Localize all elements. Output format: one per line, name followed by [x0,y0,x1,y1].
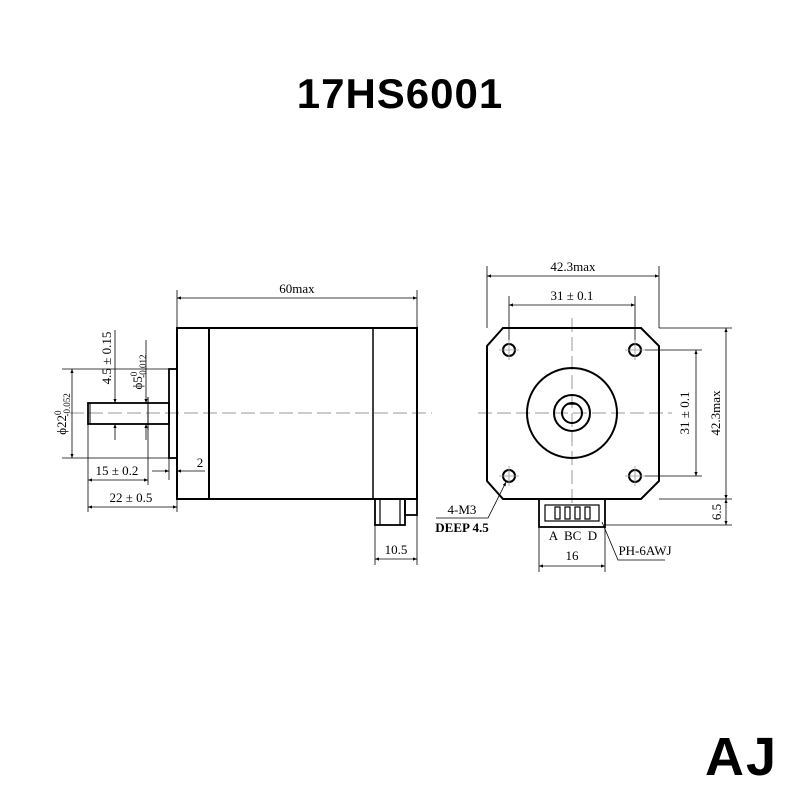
dim-boss-height: 2 [197,455,204,470]
front-view [436,266,732,572]
label-connector-type: PH-6AWJ [618,543,671,558]
dim-connector-width-side: 10.5 [385,542,408,557]
label-mount-holes: 4-M3 [448,502,477,517]
dim-body-length: 60max [279,281,315,296]
dim-hole-spacing-horizontal: 31 ± 0.1 [551,288,594,303]
dim-boss-diameter: ϕ220-0.052 [53,393,72,435]
dim-hole-spacing-vertical: 31 ± 0.1 [677,392,692,435]
dim-shaft-length: 22 ± 0.5 [110,490,153,505]
label-connector-pins: A BC D [549,528,597,543]
dim-flat-depth: 4.5 ± 0.15 [99,332,114,385]
dim-overall-height: 42.3max [708,390,723,436]
dim-shaft-flat-length: 15 ± 0.2 [96,463,139,478]
dim-shaft-diameter: ϕ50-0.012 [129,354,148,389]
brand-logo: AJ [704,727,778,787]
dim-connector-width: 16 [566,548,580,563]
label-mount-depth: DEEP 4.5 [435,520,489,535]
dim-overall-width: 42.3max [550,259,596,274]
model-title: 17HS6001 [296,70,504,117]
dim-connector-offset: 6.5 [709,504,724,520]
side-view [62,290,432,565]
